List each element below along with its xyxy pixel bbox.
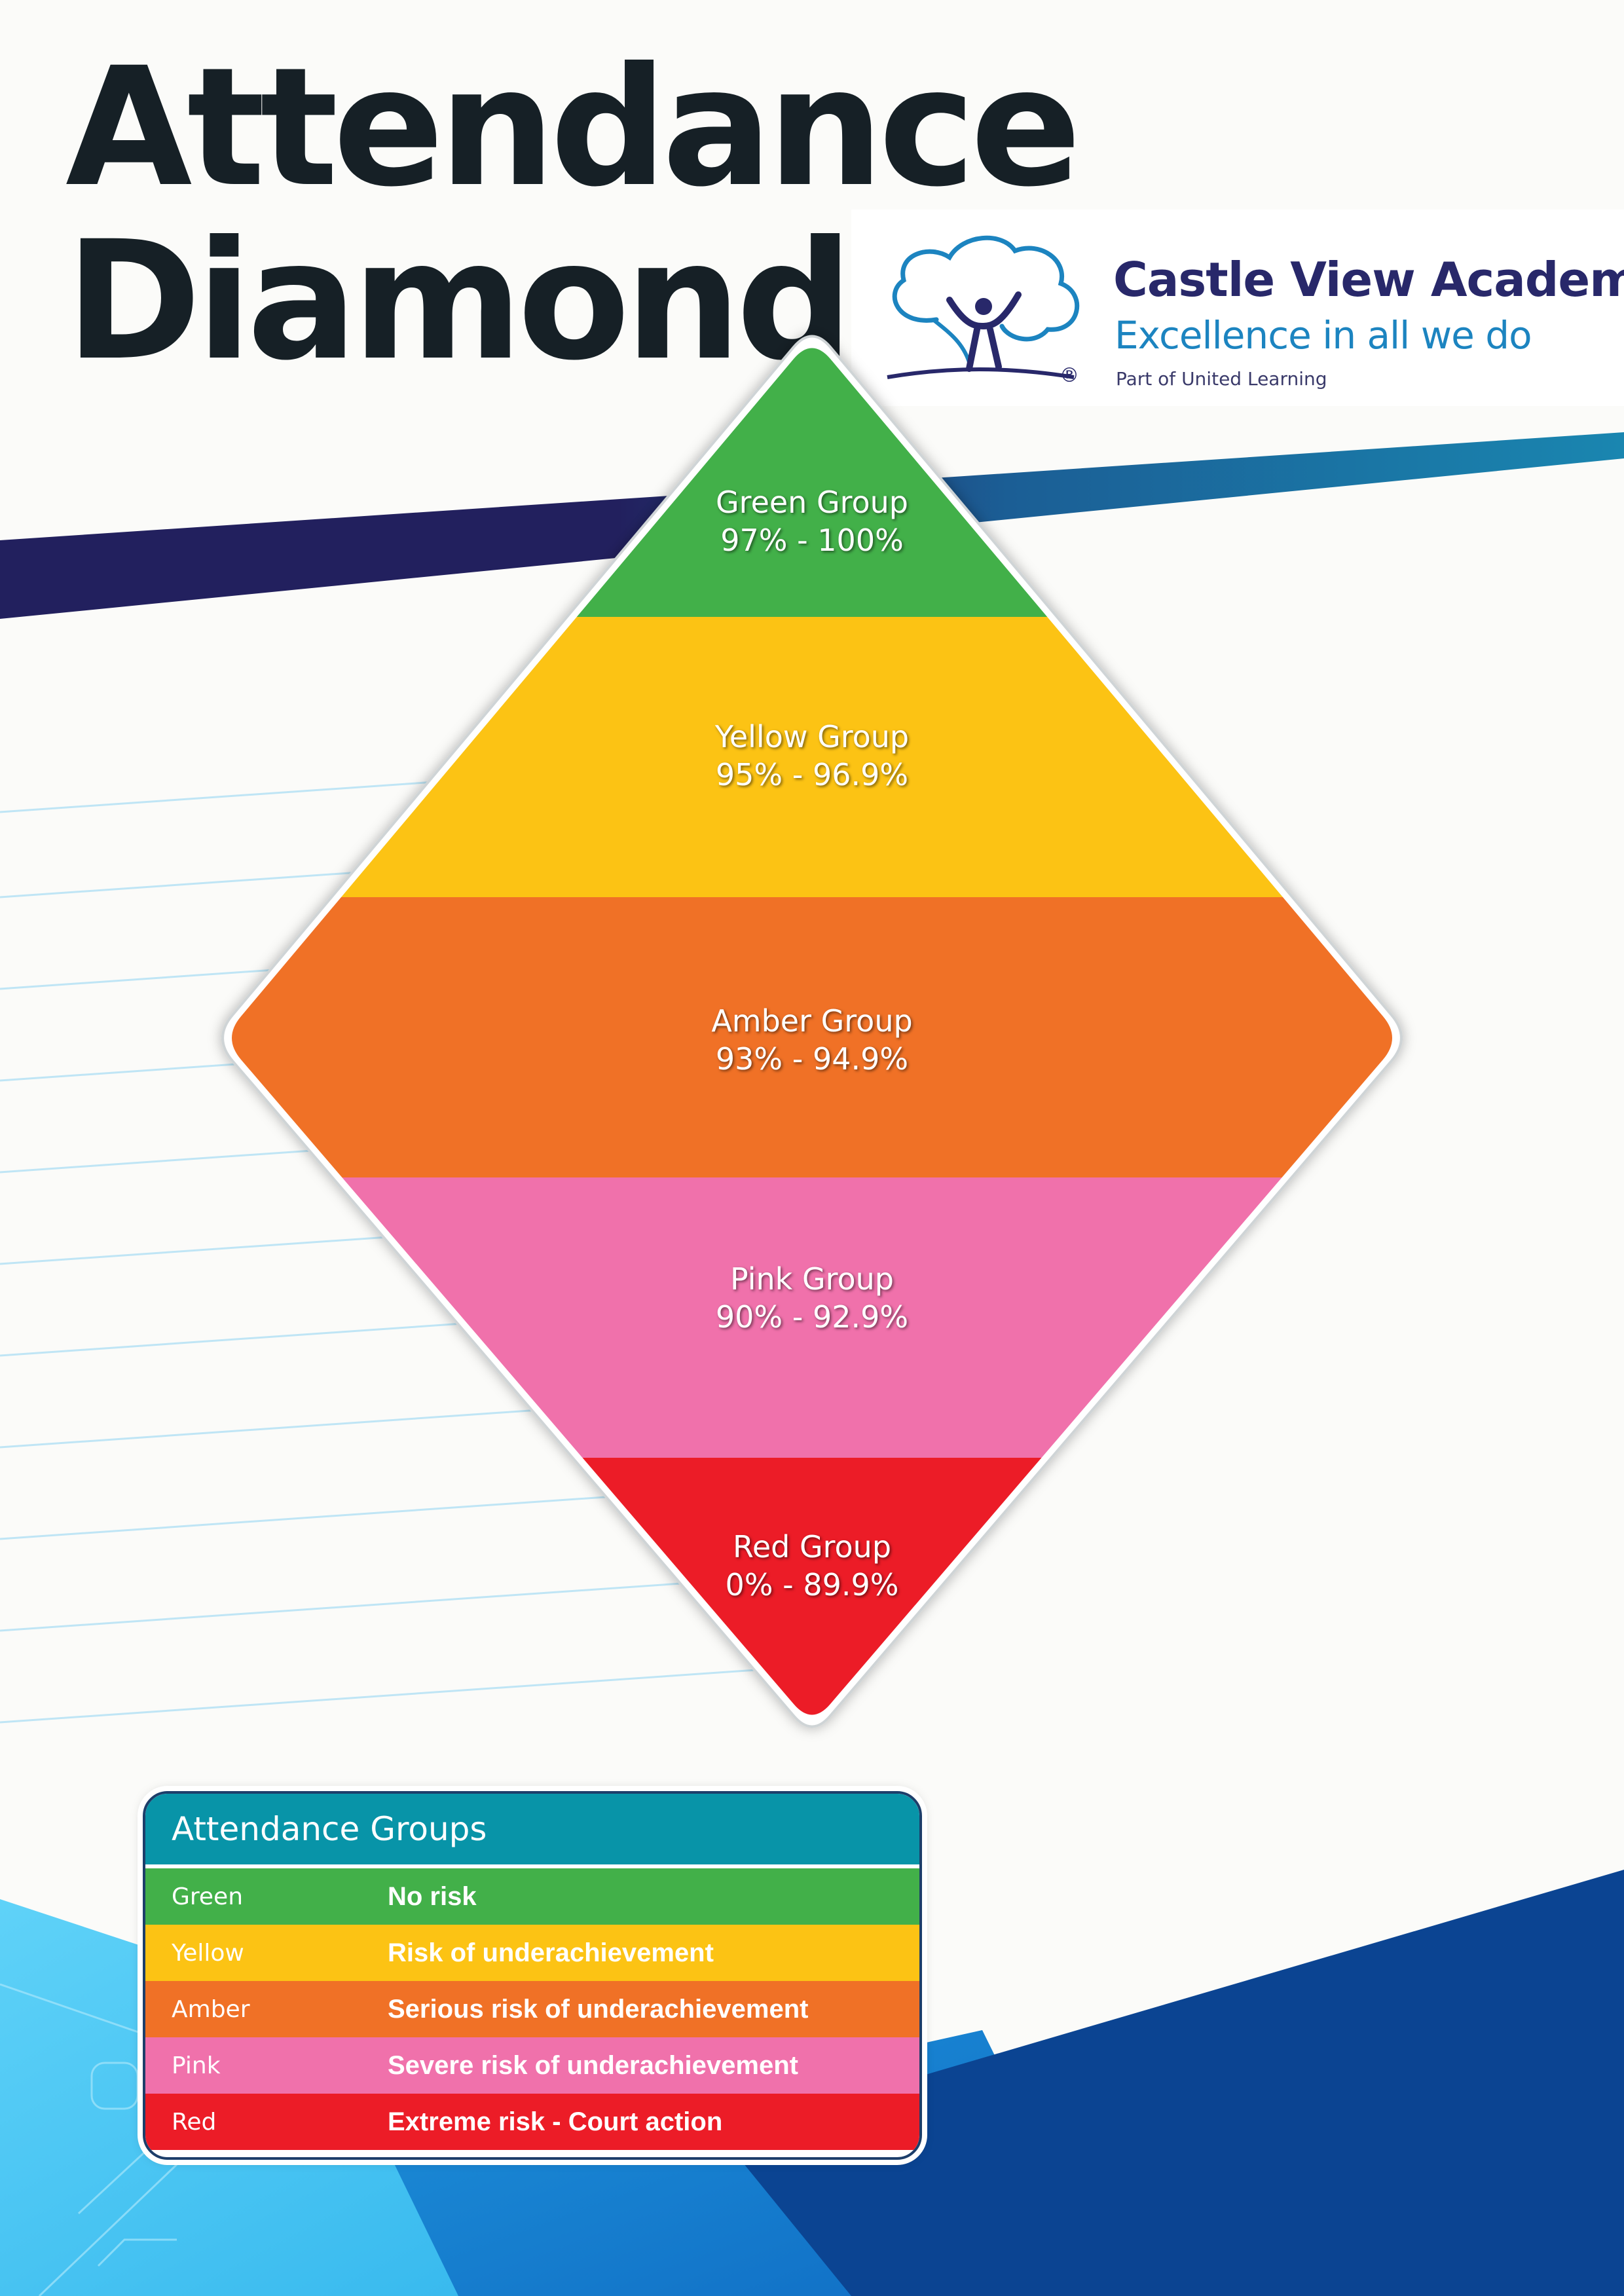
legend-group: Red xyxy=(172,2108,217,2136)
band-range: 95% - 96.9% xyxy=(715,757,909,792)
legend-row-pink: Pink Severe risk of underachievement xyxy=(145,2037,919,2094)
band-range: 93% - 94.9% xyxy=(715,1041,909,1077)
school-affiliation: Part of United Learning xyxy=(1116,368,1327,390)
tree-figure-icon xyxy=(887,235,1080,379)
legend-row-green: Green No risk xyxy=(145,1868,919,1925)
page-title-line-1: Attendance xyxy=(65,32,1081,223)
legend-title: Attendance Groups xyxy=(145,1794,919,1868)
legend-row-yellow: Yellow Risk of underachievement xyxy=(145,1925,919,1981)
legend-risk: Serious risk of underachievement xyxy=(388,1994,809,2024)
band-range: 90% - 92.9% xyxy=(715,1299,909,1335)
band-name: Amber Group xyxy=(711,1003,913,1039)
legend-risk: Extreme risk - Court action xyxy=(388,2107,723,2136)
dark-blue-panel xyxy=(720,1870,1624,2296)
legend-risk: No risk xyxy=(388,1881,477,1911)
band-name: Yellow Group xyxy=(714,719,910,754)
legend-group: Pink xyxy=(172,2052,221,2079)
legend-risk: Risk of underachievement xyxy=(388,1938,714,1967)
legend-group: Green xyxy=(172,1883,244,1910)
band-name: Red Group xyxy=(732,1529,892,1565)
band-name: Green Group xyxy=(716,485,908,520)
legend-risk: Severe risk of underachievement xyxy=(388,2050,798,2080)
band-name: Pink Group xyxy=(730,1261,894,1297)
page-title-line-2: Diamond xyxy=(65,206,853,396)
band-range: 0% - 89.9% xyxy=(725,1567,899,1602)
registered-mark: ® xyxy=(1060,364,1079,387)
amber-band xyxy=(232,897,1392,1177)
legend-group: Amber xyxy=(172,1995,250,2023)
school-name: Castle View Academy xyxy=(1113,252,1624,307)
green-band xyxy=(232,348,1392,617)
school-logo: ® Castle View Academy Excellence in all … xyxy=(851,210,1624,406)
school-tagline: Excellence in all we do xyxy=(1115,313,1532,358)
band-range: 97% - 100% xyxy=(720,523,904,558)
green-group-label: Green Group 97% - 100% xyxy=(681,483,943,559)
yellow-group-label: Yellow Group 95% - 96.9% xyxy=(681,718,943,794)
legend-group: Yellow xyxy=(172,1939,244,1967)
attendance-groups-legend: Attendance Groups Green No risk Yellow R… xyxy=(143,1791,922,2160)
amber-group-label: Amber Group 93% - 94.9% xyxy=(681,1002,943,1078)
legend-row-amber: Amber Serious risk of underachievement xyxy=(145,1981,919,2037)
legend-row-red: Red Extreme risk - Court action xyxy=(145,2094,919,2150)
pink-group-label: Pink Group 90% - 92.9% xyxy=(681,1260,943,1336)
red-group-label: Red Group 0% - 89.9% xyxy=(681,1528,943,1604)
